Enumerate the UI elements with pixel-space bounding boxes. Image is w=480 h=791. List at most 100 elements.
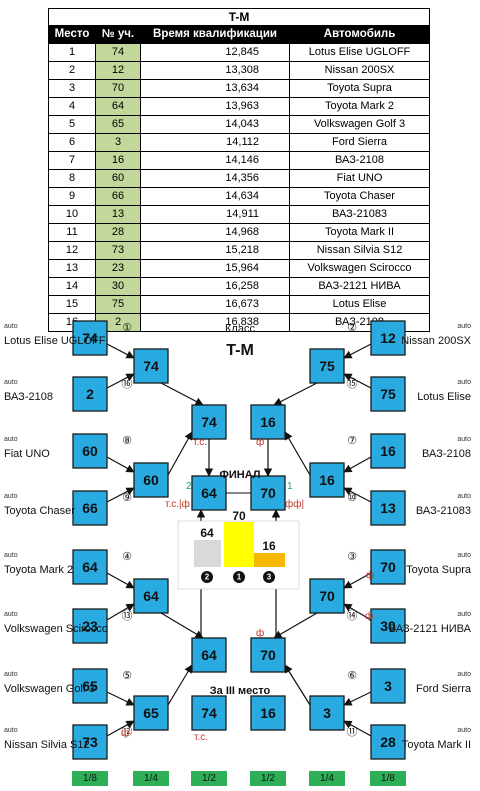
number-cell: 74	[95, 43, 141, 62]
bracket-number: 60	[82, 443, 98, 459]
driver-name: Lotus Elise	[417, 391, 471, 403]
bracket-number: 75	[380, 386, 396, 402]
final-right-count: 1	[287, 481, 293, 492]
bracket-number: 70	[260, 485, 276, 501]
car-cell: ВАЗ-2108	[288, 313, 431, 332]
auto-tag: auto	[457, 379, 471, 386]
bracket-number: 74	[143, 358, 159, 374]
bracket-number: 3	[323, 705, 331, 721]
bracket-number: 75	[319, 358, 335, 374]
table-header-1: № уч.	[95, 25, 141, 44]
seed-number: ⑤	[122, 670, 132, 682]
bracket-number: 64	[82, 559, 98, 575]
final-left-box: 64	[191, 475, 227, 511]
bracket-arrow	[106, 456, 135, 473]
f-mark: ф	[256, 627, 264, 639]
number-cell: 16	[95, 151, 141, 170]
final-left-count: 2	[186, 481, 192, 492]
left-r1-box: 2	[72, 376, 108, 412]
bracket-arrow	[167, 431, 193, 476]
round-label: 1/8	[72, 771, 108, 786]
number-cell: 64	[95, 97, 141, 116]
right-r1-box: 3	[370, 668, 406, 704]
svg-text:1/2: 1/2	[202, 773, 216, 784]
bracket-arrow	[106, 720, 135, 737]
auto-tag: auto	[4, 611, 18, 618]
bracket-number: 23	[82, 618, 98, 634]
auto-tag: auto	[457, 493, 471, 500]
bracket-arrow	[273, 612, 318, 639]
bracket-arrow	[106, 487, 135, 503]
podium-first-number: 70	[232, 509, 246, 523]
number-cell: 75	[95, 295, 141, 314]
car-cell: Volkswagen Golf 3	[288, 115, 431, 134]
auto-tag: auto	[457, 611, 471, 618]
driver-name: ВАЗ-21083	[416, 505, 471, 517]
svg-text:1/2: 1/2	[261, 773, 275, 784]
f-mark: ф	[365, 610, 373, 622]
time-cell: 16,838	[140, 313, 290, 332]
car-cell: Fiat UNO	[288, 169, 431, 188]
podium-first-place: 1	[237, 573, 242, 582]
bracket-number: 30	[380, 618, 396, 634]
bracket-number: 64	[201, 485, 217, 501]
bracket-number: 60	[143, 472, 159, 488]
podium-third-place-badge	[263, 571, 275, 583]
class-label: Класс	[225, 323, 255, 335]
right-r1-box: 13	[370, 490, 406, 526]
round-label: 1/8	[370, 771, 406, 786]
auto-tag: auto	[4, 727, 18, 734]
right-r1-box: 30	[370, 608, 406, 644]
bracket-arrow	[167, 664, 193, 706]
driver-name: Nissan Silvia S12	[4, 739, 90, 751]
driver-name: Volkswagen Golf 3	[4, 683, 95, 695]
third-place-label: За III место	[210, 685, 271, 697]
right-r2-box: 70	[309, 578, 345, 614]
bracket-arrow	[160, 612, 204, 639]
bracket-number: 16	[380, 443, 396, 459]
auto-tag: auto	[457, 671, 471, 678]
left-r1-box: 65	[72, 668, 108, 704]
time-cell: 14,634	[140, 187, 290, 206]
final-left-mark: т.с.|ф	[165, 498, 190, 510]
bracket-number: 74	[201, 705, 217, 721]
seed-number: ⑯	[122, 377, 133, 390]
right-r3-box: 16	[250, 404, 286, 440]
right-r2-box: 3	[309, 695, 345, 731]
bracket-arrow	[106, 603, 135, 621]
seed-number: ⑭	[347, 609, 358, 622]
seed-number: ①	[122, 322, 132, 334]
bracket-number: 65	[82, 678, 98, 694]
seed-number: ⑩	[347, 492, 357, 504]
bracket-arrow	[106, 373, 135, 389]
driver-name: Volkswagen Scirocco	[4, 623, 108, 635]
bracket-arrow	[284, 431, 311, 476]
bracket-arrow	[106, 343, 135, 359]
f-mark: ф	[366, 569, 374, 581]
number-cell: 70	[95, 79, 141, 98]
driver-name: Lotus Elise UGLOFF	[4, 335, 106, 347]
bracket-arrow	[343, 603, 372, 621]
podium-third-bar	[254, 553, 285, 567]
ts-mark: т.с.	[193, 437, 207, 448]
seed-number: ②	[347, 322, 357, 334]
driver-name: Toyota Mark II	[402, 739, 471, 751]
seed-number: ⑪	[347, 725, 358, 738]
driver-name: ВАЗ-2121 НИВА	[389, 623, 472, 635]
bracket-number: 70	[380, 559, 396, 575]
auto-tag: auto	[4, 671, 18, 678]
final-right-mark: фф|	[285, 498, 304, 510]
third-mark: т.с.	[194, 732, 208, 743]
bracket-arrow	[106, 572, 135, 589]
round-label: 1/2	[250, 771, 286, 786]
left-r3-box: 64	[191, 637, 227, 673]
auto-tag: auto	[457, 436, 471, 443]
bracket-number: 70	[319, 588, 335, 604]
driver-name: ВАЗ-2108	[4, 391, 53, 403]
bracket-number: 74	[201, 414, 217, 430]
seed-number: ③	[347, 551, 357, 563]
